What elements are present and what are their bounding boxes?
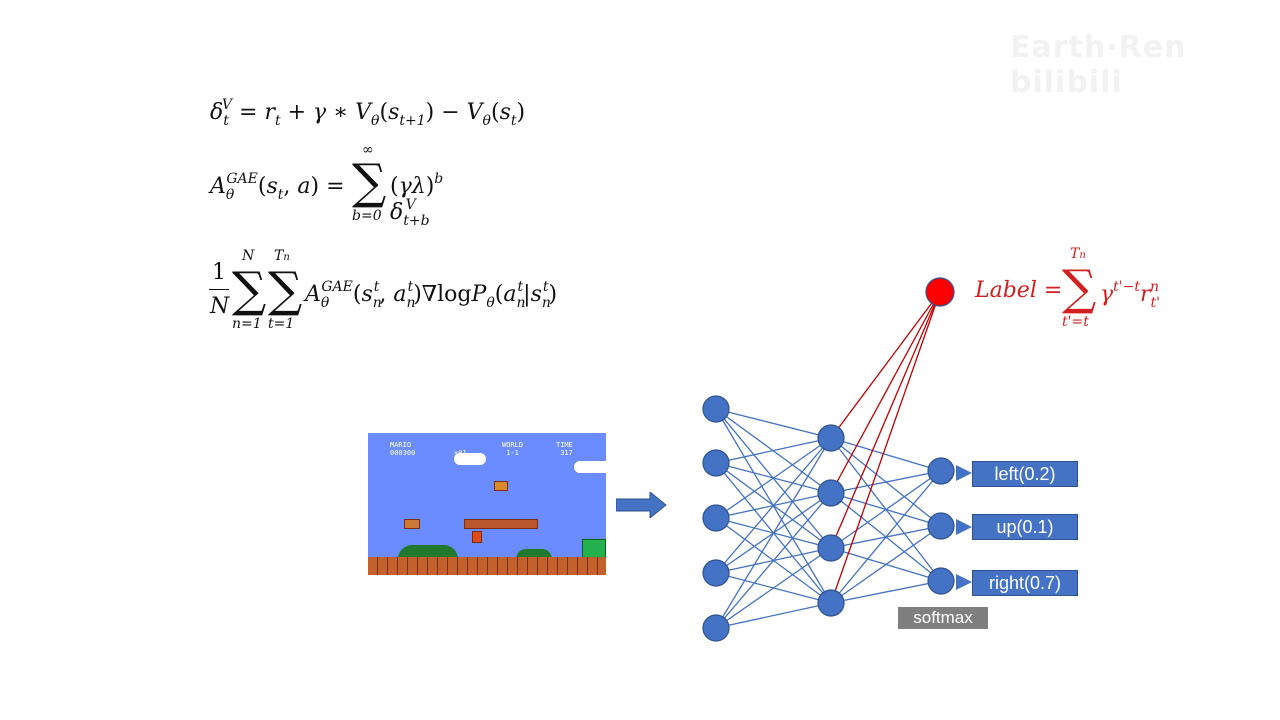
hidden-node <box>817 424 845 452</box>
edge-line <box>715 602 832 629</box>
output-left: left(0.2) <box>972 461 1078 487</box>
edge-line <box>715 437 832 629</box>
value-node <box>925 277 955 307</box>
edge-line <box>830 470 942 494</box>
hidden-node <box>817 589 845 617</box>
hill-icon <box>398 545 458 559</box>
ground <box>368 557 606 575</box>
mario-icon <box>472 531 482 543</box>
edge-line <box>715 437 832 519</box>
softmax-label: softmax <box>898 607 988 629</box>
question-block-icon <box>494 481 508 491</box>
edge-line <box>830 525 942 604</box>
brick-block-icon <box>404 519 420 529</box>
edge-line <box>830 470 942 549</box>
edge-line <box>715 437 832 574</box>
value-edges <box>830 291 941 604</box>
hud-time: TIME 317 <box>556 441 573 457</box>
edge-line <box>715 547 832 629</box>
output-right: right(0.7) <box>972 570 1078 596</box>
cloud-icon <box>454 453 486 465</box>
output-up: up(0.1) <box>972 514 1078 540</box>
input-node <box>702 395 730 423</box>
output-node <box>927 512 955 540</box>
arrow-right-icon <box>616 492 667 518</box>
value-edge-line <box>830 291 941 604</box>
edge-line <box>830 470 942 604</box>
value-edge-line <box>830 291 941 439</box>
hidden-node <box>817 534 845 562</box>
hidden-node <box>817 479 845 507</box>
edge-line <box>715 437 832 464</box>
value-edge-line <box>830 291 941 549</box>
input-node <box>702 449 730 477</box>
output-node <box>927 457 955 485</box>
hidden-edges <box>715 408 942 629</box>
edge-line <box>715 492 832 629</box>
input-node <box>702 504 730 532</box>
hill-icon <box>516 549 552 559</box>
watermark: Earth·Ren bilibili <box>1010 30 1187 100</box>
edge-line <box>830 580 942 604</box>
network-nodes <box>702 277 955 642</box>
cloud-icon <box>574 461 606 473</box>
td-error-equation: δtV = rt + γ ∗ Vθ(st+1) − Vθ(st) <box>210 97 526 129</box>
input-node <box>702 614 730 642</box>
hud-world: WORLD 1-1 <box>502 441 524 457</box>
value-edge-line <box>830 291 941 494</box>
brick-row-icon <box>464 519 538 529</box>
edge-line <box>715 408 832 439</box>
edge-line <box>830 437 942 472</box>
output-node <box>927 567 955 595</box>
input-node <box>702 559 730 587</box>
